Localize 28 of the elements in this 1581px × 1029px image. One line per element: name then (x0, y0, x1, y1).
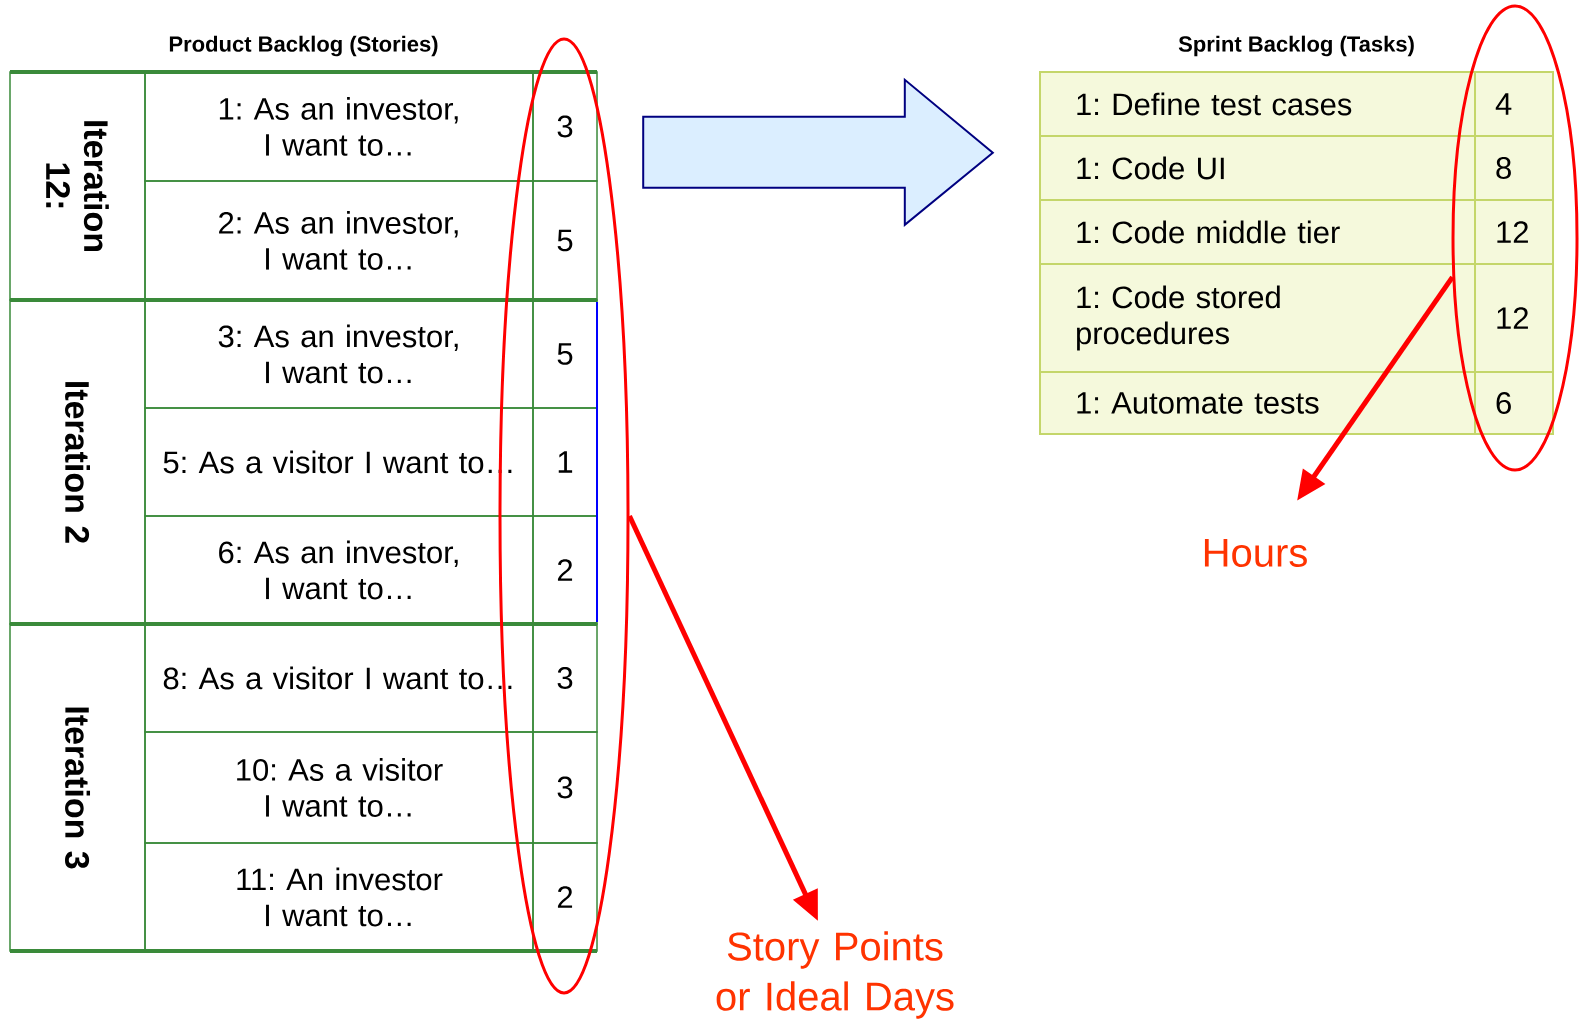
points-cell: 5 (532, 180, 598, 301)
points-cell: 3 (532, 71, 598, 182)
hours-cell: 6 (1474, 371, 1554, 435)
story-cell: 1: As an investor, I want to… (144, 71, 534, 182)
annotation-text: Hours (1204, 539, 1307, 567)
hours-cell: 4 (1474, 71, 1554, 137)
annotation-text: Story Points or Ideal Days (716, 931, 954, 1019)
story-cell: 3: As an investor, I want to… (144, 299, 534, 409)
story-cell: 6: As an investor, I want to… (144, 515, 534, 625)
points-cell: 3 (532, 623, 598, 733)
highlight-ellipse (1451, 4, 1579, 472)
points-cell: 1 (532, 407, 598, 517)
points-cell: 5 (532, 299, 598, 409)
hours-cell: 12 (1474, 199, 1554, 265)
story-cell: 10: As a visitor I want to… (144, 731, 534, 844)
hours-cell: 8 (1474, 135, 1554, 201)
backlog-table: Product Backlog (Stories) (169, 35, 438, 57)
points-cell: 2 (532, 515, 598, 625)
points-cell: 3 (532, 731, 598, 844)
story-cell: 2: As an investor, I want to… (144, 180, 534, 301)
points-cell: 2 (532, 842, 598, 952)
backlog-table: Sprint Backlog (Tasks) (1178, 35, 1414, 57)
iteration-label: Iteration 12: (9, 71, 146, 301)
iteration-label: Iteration 3 (9, 623, 146, 952)
block-arrow (642, 77, 995, 227)
iteration-label: Iteration 2 (9, 299, 146, 625)
hours-cell: 12 (1474, 263, 1554, 373)
story-cell: 11: An investor I want to… (144, 842, 534, 952)
